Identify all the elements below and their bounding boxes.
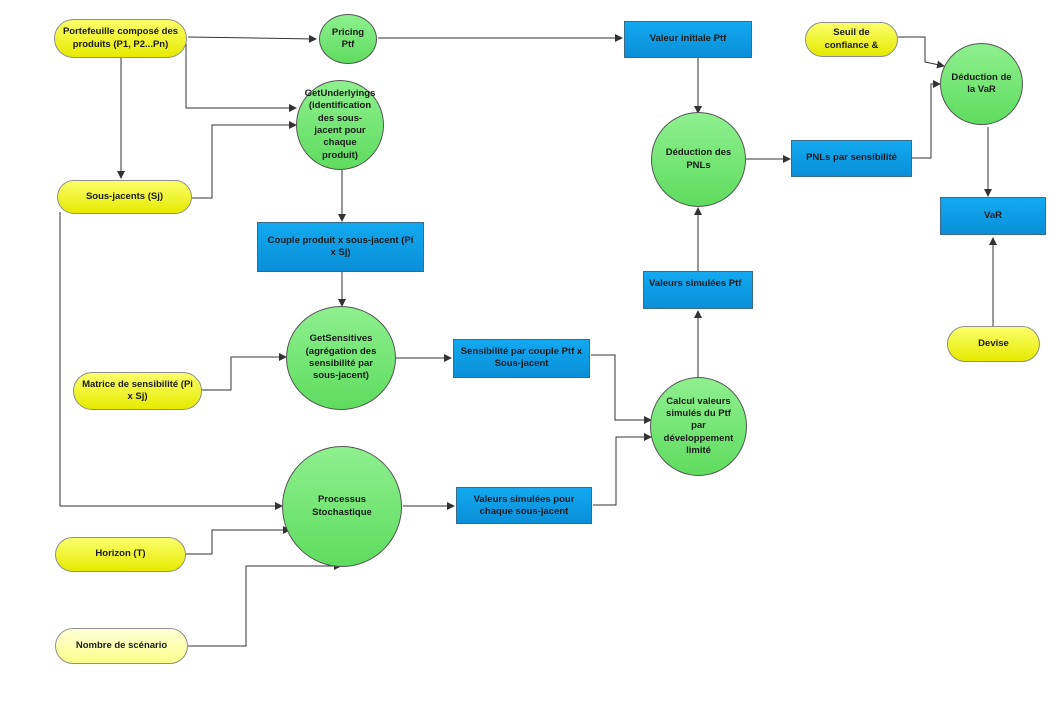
input-portefeuille: Portefeuille composé des produits (P1, P…	[54, 19, 187, 58]
arrow-portefeuille-pricing	[187, 34, 317, 43]
arrow-sensibilite-calcul	[591, 354, 652, 424]
arrow-pnls-deduction-var	[912, 80, 941, 159]
input-matrice-sensibilite: Matrice de sensibilité (Pi x Sj)	[73, 372, 202, 410]
process-deduction-var: Déduction de la VaR	[940, 43, 1023, 125]
input-horizon: Horizon (T)	[55, 537, 186, 572]
process-get-sensitives: GetSensitives (agrégation des sensibilit…	[286, 306, 396, 410]
input-nombre-scenario: Nombre de scénario	[55, 628, 188, 664]
arrow-nbscenario-processus	[188, 562, 342, 647]
arrow-valeurs-sj-calcul	[593, 433, 652, 506]
output-couple-produit: Couple produit x sous-jacent (Pi x Sj)	[257, 222, 424, 272]
process-deduction-pnls: Déduction des PNLs	[651, 112, 746, 207]
process-stochastique: Processus Stochastique	[282, 446, 402, 567]
input-seuil-confiance: Seuil de confiance &	[805, 22, 898, 57]
arrow-seuil-deduction-var	[898, 36, 945, 69]
output-var: VaR	[940, 197, 1046, 235]
arrow-sousjacents-processus	[59, 212, 283, 510]
output-valeurs-simulees-sj: Valeurs simulées pour chaque sous-jacent	[456, 487, 592, 524]
arrow-horizon-processus	[186, 526, 291, 555]
process-get-underlyings: GetUnderlyings (identification des sous-…	[296, 80, 384, 170]
output-sensibilite-couple: Sensibilité par couple Ptf x Sous-jacent	[453, 339, 590, 378]
arrow-matrice-getsensitives	[202, 353, 287, 391]
input-sous-jacents: Sous-jacents (Sj)	[57, 180, 192, 214]
arrow-portefeuille-getunderlyings	[185, 40, 297, 112]
input-devise: Devise	[947, 326, 1040, 362]
output-valeurs-simulees-ptf: Valeurs simulées Ptf	[643, 271, 753, 309]
process-pricing-ptf: Pricing Ptf	[319, 14, 377, 64]
arrow-sousjacents-getunderlyings	[192, 121, 297, 199]
process-calcul-valeurs: Calcul valeurs simulés du Ptf par dévelo…	[650, 377, 747, 476]
output-valeur-initiale-ptf: Valeur initiale Ptf	[624, 21, 752, 58]
output-pnls-sensibilite: PNLs par sensibilité	[791, 140, 912, 177]
